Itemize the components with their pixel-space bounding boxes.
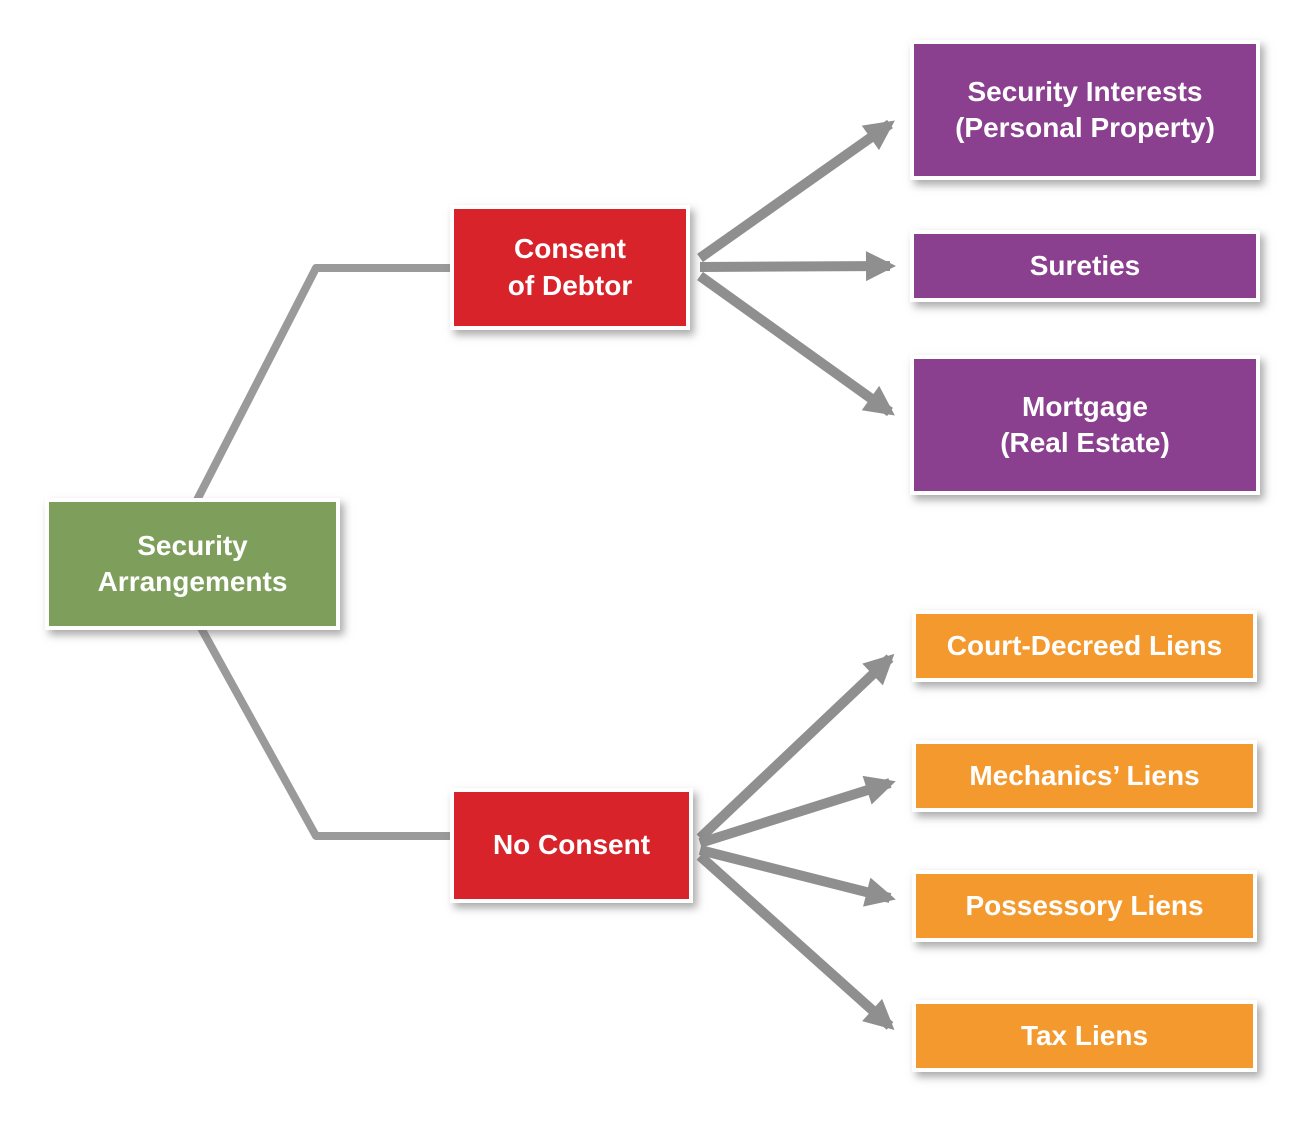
node-label: Sureties [1029, 249, 1141, 281]
node-mechanics-liens: Mechanics’ Liens [912, 740, 1257, 812]
node-label: Mortgage (Real Estate) [1000, 390, 1170, 458]
node-security-arrangements: Security Arrangements [45, 498, 340, 630]
node-no-consent: No Consent [450, 788, 693, 903]
node-label: Possessory Liens [965, 889, 1204, 921]
node-security-interests: Security Interests (Personal Property) [910, 40, 1260, 180]
arrow-noconsent-to-mechanics-liens [698, 775, 896, 848]
node-tax-liens: Tax Liens [912, 1000, 1257, 1072]
node-label: Security Interests (Personal Property) [955, 75, 1215, 143]
arrow-consent-to-sureties [699, 251, 896, 282]
node-label: No Consent [492, 829, 651, 861]
arrow-noconsent-to-possessory-liens [698, 845, 896, 907]
node-label: Tax Liens [1020, 1019, 1149, 1051]
arrow-noconsent-to-court-decreed-liens [696, 653, 895, 842]
node-mortgage: Mortgage (Real Estate) [910, 355, 1260, 495]
arrow-consent-to-security-interests [697, 119, 895, 263]
node-sureties: Sureties [910, 230, 1260, 302]
arrow-noconsent-to-tax-liens [696, 852, 895, 1031]
connector-root-to-consent [192, 264, 452, 504]
node-label: Mechanics’ Liens [969, 759, 1200, 791]
arrow-consent-to-mortgage [697, 271, 895, 417]
node-consent-of-debtor: Consent of Debtor [450, 205, 690, 330]
node-label: Consent of Debtor [507, 233, 633, 301]
connector-root-to-noconsent [197, 626, 452, 840]
node-court-decreed-liens: Court-Decreed Liens [912, 610, 1257, 682]
node-label: Court-Decreed Liens [946, 629, 1223, 661]
node-label: Security Arrangements [97, 529, 288, 597]
node-possessory-liens: Possessory Liens [912, 870, 1257, 942]
